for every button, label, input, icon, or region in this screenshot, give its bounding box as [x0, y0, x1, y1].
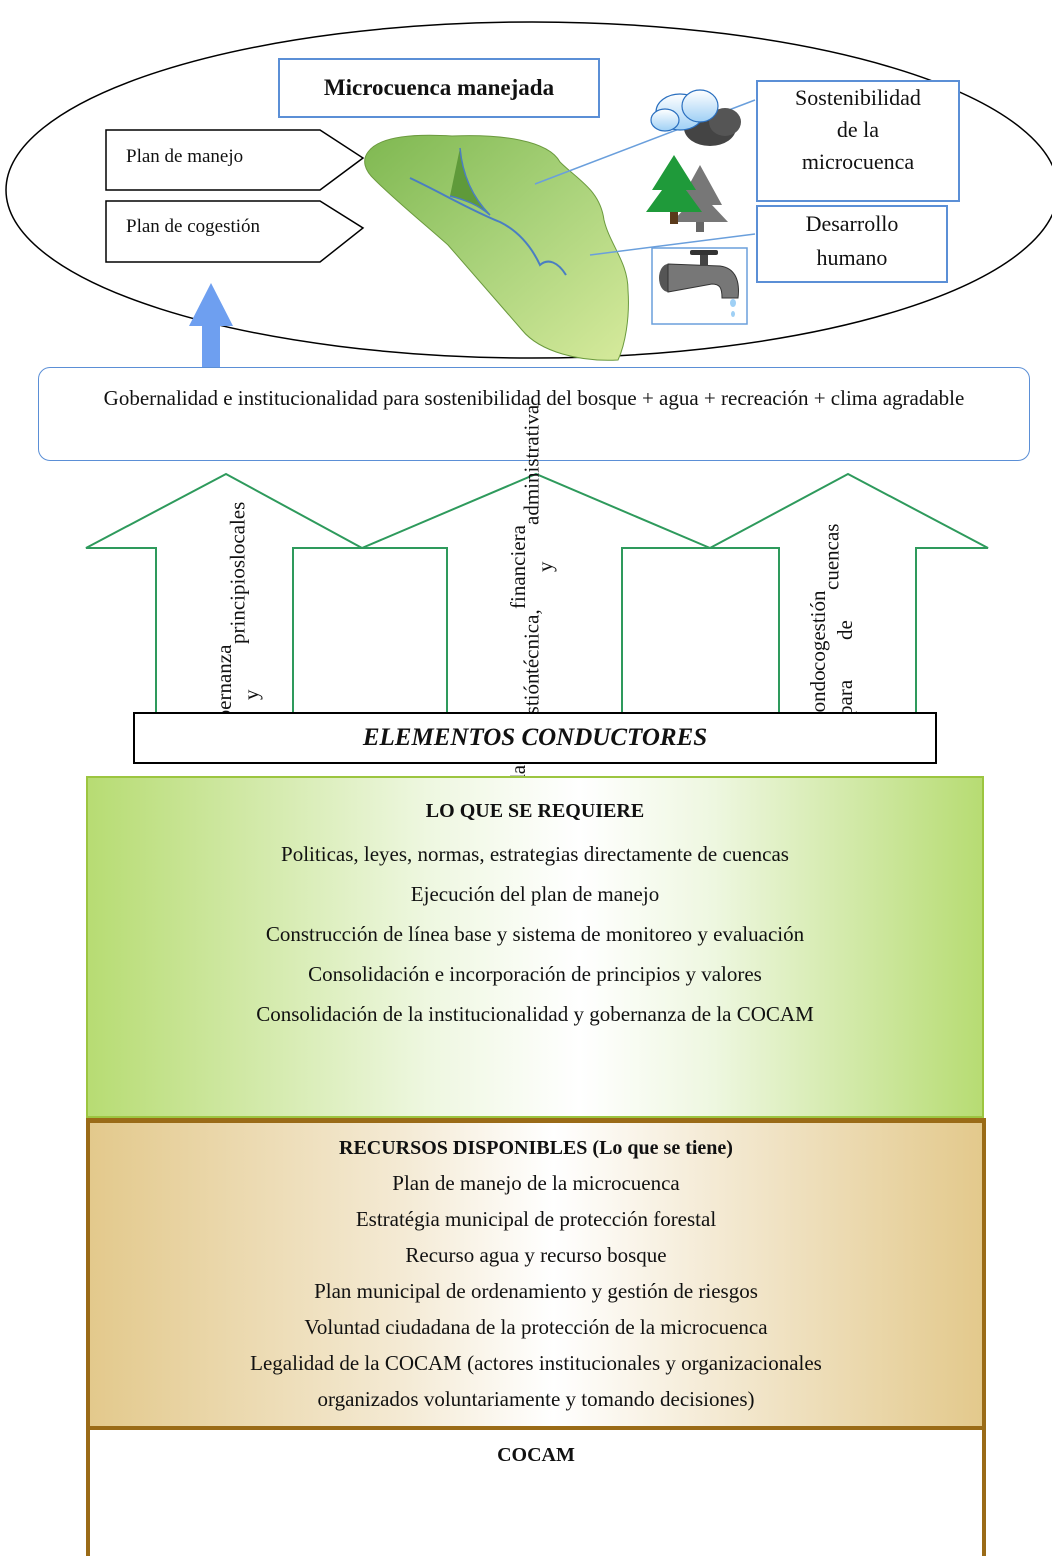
- requirement-item: Ejecución del plan de manejo: [410, 882, 660, 906]
- pillar-arrow-2: [361, 472, 711, 715]
- pine-tree-icon: [646, 155, 728, 232]
- sostenibilidad-box: Sostenibilidad de la microcuenca: [756, 80, 960, 202]
- resources-section: RECURSOS DISPONIBLES (Lo que se tiene) P…: [86, 1118, 986, 1447]
- resource-item: Voluntad ciudadana de la protección de l…: [304, 1315, 768, 1339]
- resource-item: Recurso agua y recurso bosque: [405, 1243, 667, 1267]
- connector-line-desarrollo: [589, 233, 756, 256]
- sostenibilidad-line: de la: [836, 117, 880, 142]
- requirement-item: Construcción de línea base y sistema de …: [265, 922, 805, 946]
- desarrollo-humano-box: Desarrollo humano: [756, 205, 948, 283]
- pillar-line: cogestión de: [806, 590, 857, 671]
- pillar-line: administrativa: [519, 405, 544, 526]
- sostenibilidad-line: Sostenibilidad: [795, 85, 921, 110]
- pillar-line: técnica,: [519, 609, 544, 674]
- requirement-item: Consolidación e incorporación de princip…: [308, 962, 762, 986]
- pillar-line: cuencas: [819, 523, 844, 591]
- plan-cogestion-label: Plan de cogestión: [126, 216, 261, 237]
- pillar-arrow-3: [709, 472, 989, 715]
- pillar-arrows: [85, 472, 989, 715]
- water-tap-icon: [651, 247, 748, 325]
- upward-arrow-icon: [189, 283, 233, 370]
- plan-manejo-label: Plan de manejo: [126, 146, 244, 167]
- sostenibilidad-line: microcuenca: [801, 149, 915, 174]
- pillar-arrow-1: [85, 472, 363, 715]
- diagram-title: Microcuenca manejada: [278, 58, 600, 118]
- resource-item: Estratégia municipal de protección fores…: [355, 1207, 717, 1231]
- pillar-line: principios: [225, 560, 250, 645]
- resources-title: RECURSOS DISPONIBLES (Lo que se tiene): [339, 1137, 733, 1159]
- river-fold: [449, 147, 491, 216]
- pillar-line: locales: [225, 502, 250, 561]
- resource-item: organizados voluntariamente y tomando de…: [317, 1387, 755, 1411]
- cloud-icon: [650, 89, 741, 146]
- plan-cogestion-arrow: [105, 200, 365, 263]
- requirements-section: LO QUE SE REQUIERE Politicas, leyes, nor…: [86, 776, 984, 1118]
- requirements-title: LO QUE SE REQUIERE: [425, 800, 645, 822]
- pillar-label-gobernanza: Gobernanza y principios locales: [188, 502, 288, 746]
- governance-box: Gobernalidad e institucionalidad para so…: [38, 367, 1030, 461]
- resource-item: Plan municipal de ordenamiento y gestión…: [314, 1279, 758, 1303]
- resource-item: Legalidad de la COCAM (actores instituci…: [250, 1351, 822, 1375]
- pillar-label-capacidad: Capacidad de cogestión técnica, financie…: [452, 405, 612, 843]
- requirement-item: Politicas, leyes, normas, estrategias di…: [281, 842, 789, 866]
- elementos-conductores-label: ELEMENTOS CONDUCTORES: [133, 712, 937, 764]
- requirement-item: Consolidación de la institucionalidad y …: [256, 1002, 814, 1026]
- pillar-label-fondo: Fondo para cogestión de cuencas: [782, 524, 882, 725]
- cocam-base: COCAM: [86, 1426, 986, 1556]
- pillar-line: financiera y: [506, 525, 557, 610]
- resource-item: Plan de manejo de la microcuenca: [392, 1171, 680, 1195]
- river-line: [409, 177, 567, 276]
- desarrollo-line: Desarrollo: [805, 211, 899, 236]
- desarrollo-line: humano: [816, 245, 888, 270]
- plan-manejo-arrow: [105, 129, 365, 191]
- watershed-shape: [364, 134, 629, 361]
